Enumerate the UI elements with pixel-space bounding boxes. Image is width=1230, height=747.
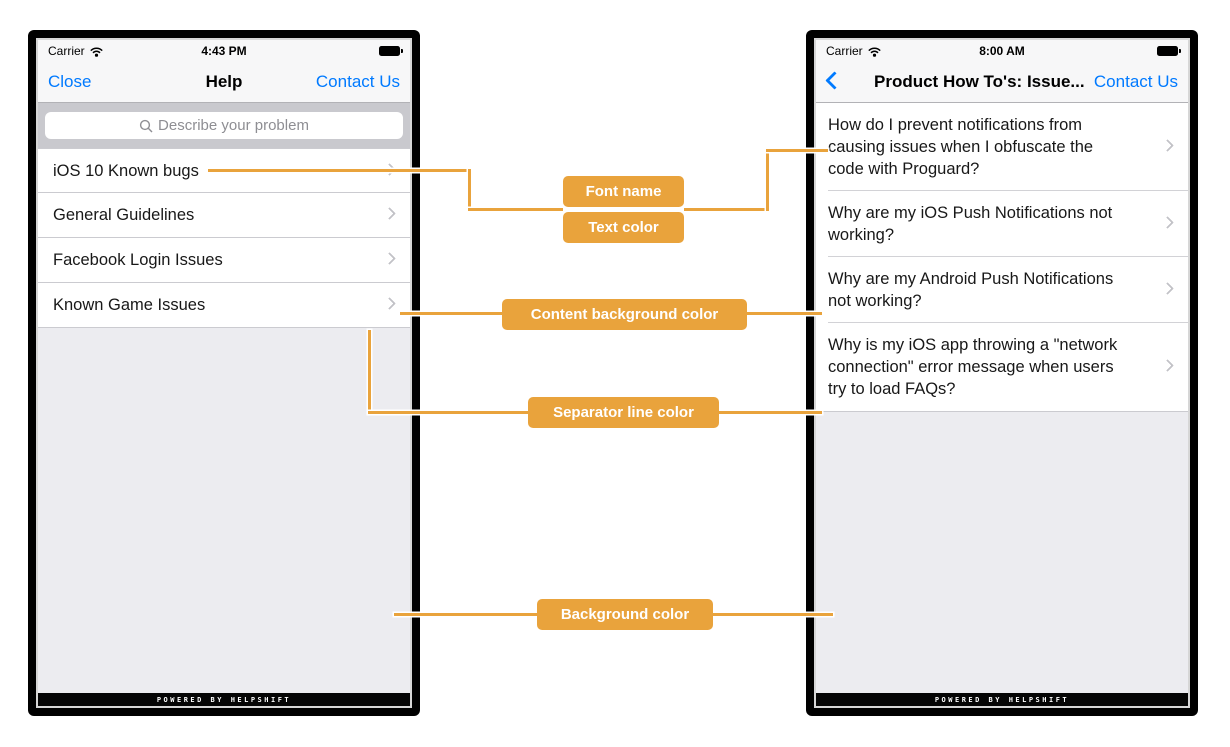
left-powered-by-bar: POWERED BY HELPSHIFT — [38, 693, 410, 706]
connector-line — [468, 208, 563, 211]
search-icon — [139, 119, 153, 132]
faq-section-row[interactable]: Facebook Login Issues — [38, 238, 410, 283]
faq-section-row[interactable]: General Guidelines — [38, 193, 410, 238]
separator-line — [828, 322, 1188, 323]
faq-question-row[interactable]: Why are my Android Push Notifications no… — [816, 257, 1188, 323]
connector-line — [400, 312, 502, 315]
chevron-right-icon — [1161, 139, 1174, 152]
chevron-right-icon — [1161, 216, 1174, 229]
search-placeholder: Describe your problem — [158, 117, 309, 134]
row-label: General Guidelines — [53, 206, 195, 224]
status-time: 4:43 PM — [201, 44, 247, 58]
contact-us-button[interactable]: Contact Us — [1093, 72, 1178, 91]
chevron-right-icon — [1161, 359, 1174, 372]
connector-line — [394, 613, 537, 616]
status-time: 8:00 AM — [979, 44, 1025, 58]
right-status-bar: Carrier 8:00 AM — [816, 40, 1188, 62]
search-input[interactable]: Describe your problem — [45, 112, 403, 139]
left-phone-mockup: Carrier 4:43 PM Close Help Contact Us — [28, 30, 420, 716]
carrier-text: Carrier — [48, 44, 85, 58]
left-nav-bar: Close Help Contact Us — [38, 62, 410, 103]
connector-line — [208, 169, 471, 172]
row-label: Facebook Login Issues — [53, 251, 223, 269]
carrier-label: Carrier — [826, 44, 882, 58]
connector-line — [368, 330, 371, 414]
contact-us-button[interactable]: Contact Us — [315, 72, 400, 91]
right-nav-bar: Product How To's: Issue... Contact Us — [816, 62, 1188, 103]
chevron-right-icon — [383, 252, 396, 265]
right-powered-by-bar: POWERED BY HELPSHIFT — [816, 693, 1188, 706]
text-color-tag: Text color — [563, 212, 684, 243]
left-nav-title: Help — [205, 72, 243, 91]
connector-line — [684, 208, 769, 211]
search-bar-section: Describe your problem — [38, 103, 410, 148]
right-phone-screen: Carrier 8:00 AM Product How To's: Issue.… — [814, 38, 1190, 708]
background-color-tag: Background color — [537, 599, 713, 630]
row-label: Why is my iOS app throwing a "network co… — [828, 336, 1118, 398]
connector-line — [747, 312, 822, 315]
chevron-right-icon — [383, 297, 396, 310]
faq-question-row[interactable]: How do I prevent notifications from caus… — [816, 103, 1188, 191]
left-status-bar: Carrier 4:43 PM — [38, 40, 410, 62]
separator-line — [828, 256, 1188, 257]
connector-line — [468, 169, 471, 211]
wifi-icon — [867, 46, 881, 57]
left-phone-screen: Carrier 4:43 PM Close Help Contact Us — [36, 38, 412, 708]
right-background-area — [816, 412, 1188, 693]
separator-line-color-tag: Separator line color — [528, 397, 719, 428]
row-label: Known Game Issues — [53, 296, 206, 314]
connector-line — [712, 613, 833, 616]
faq-question-row[interactable]: Why are my iOS Push Notifications not wo… — [816, 191, 1188, 257]
wifi-icon — [89, 46, 103, 57]
connector-line — [719, 411, 822, 414]
faq-section-row[interactable]: Known Game Issues — [38, 283, 410, 328]
battery-icon — [1157, 46, 1181, 56]
right-phone-mockup: Carrier 8:00 AM Product How To's: Issue.… — [806, 30, 1198, 716]
powered-by-helpshift-text: POWERED BY HELPSHIFT — [156, 695, 292, 704]
carrier-label: Carrier — [48, 44, 104, 58]
connector-line — [368, 411, 528, 414]
battery-icon — [379, 46, 403, 56]
powered-by-helpshift-text: POWERED BY HELPSHIFT — [934, 695, 1070, 704]
content-background-color-tag: Content background color — [502, 299, 747, 330]
back-button[interactable] — [825, 71, 844, 90]
connector-line — [766, 149, 828, 152]
right-nav-title: Product How To's: Issue... — [874, 72, 1085, 91]
row-label: Why are my iOS Push Notifications not wo… — [828, 204, 1113, 244]
connector-line — [766, 149, 769, 211]
close-button[interactable]: Close — [48, 72, 92, 91]
left-background-area — [38, 328, 410, 693]
row-label: How do I prevent notifications from caus… — [828, 116, 1094, 178]
row-label: iOS 10 Known bugs — [53, 162, 199, 180]
faq-question-row[interactable]: Why is my iOS app throwing a "network co… — [816, 323, 1188, 412]
chevron-right-icon — [1161, 282, 1174, 295]
row-label: Why are my Android Push Notifications no… — [828, 270, 1114, 310]
font-name-tag: Font name — [563, 176, 684, 207]
carrier-text: Carrier — [826, 44, 863, 58]
separator-line — [828, 190, 1188, 191]
chevron-right-icon — [383, 207, 396, 220]
